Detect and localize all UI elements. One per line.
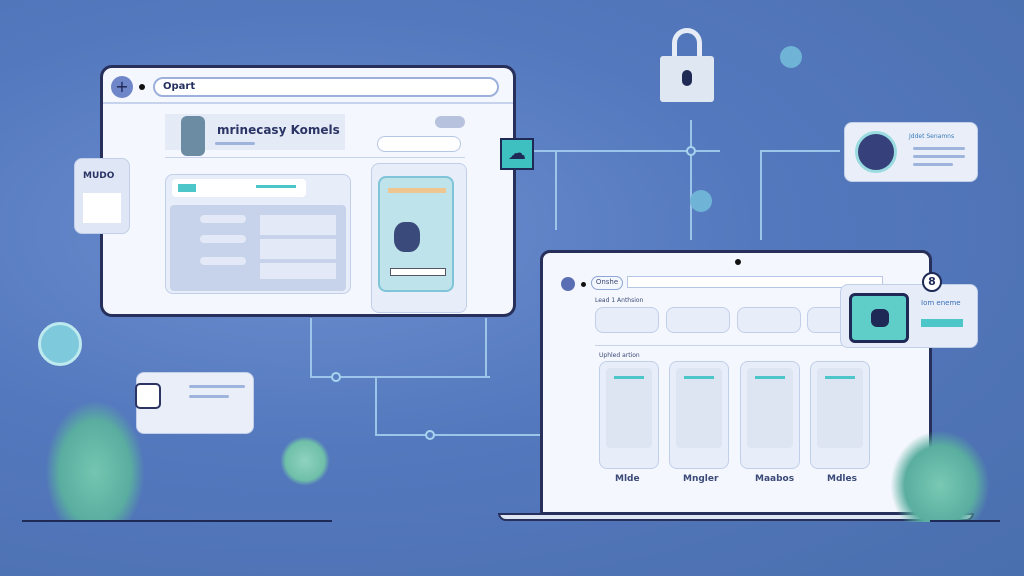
security-popup[interactable]: Iom eneme: [840, 284, 978, 348]
preview-panel: [371, 163, 467, 313]
popup-title: Iom eneme: [921, 299, 961, 307]
padlock-icon: [660, 28, 714, 102]
side-tag-label: MUDO: [83, 171, 115, 181]
popup-action-button[interactable]: [921, 319, 963, 327]
user-icon[interactable]: [561, 277, 575, 291]
tab-active[interactable]: [178, 184, 196, 192]
globe-icon: [690, 190, 712, 212]
new-tab-button[interactable]: +: [111, 76, 133, 98]
plant-illustration: [45, 400, 145, 520]
browser-window: + Opart mrinecasy Komels: [100, 65, 516, 317]
template-card[interactable]: [740, 361, 800, 469]
page-heading: mrinecasy Komels: [217, 123, 340, 137]
template-card[interactable]: [599, 361, 659, 469]
avatar: [855, 131, 897, 173]
side-tag-card[interactable]: MUDO: [74, 158, 130, 234]
laptop-tab[interactable]: Onshe: [591, 276, 623, 290]
mini-card[interactable]: [135, 372, 254, 434]
plant-illustration: [890, 430, 990, 522]
card-label: Mlde: [615, 474, 640, 484]
section-title: Uphled artion: [599, 352, 640, 359]
laptop-tab-label: Onshe: [595, 278, 619, 286]
cloud-sync-icon[interactable]: ☁: [500, 138, 534, 170]
connector-node: [686, 146, 696, 156]
connector-node: [331, 372, 341, 382]
card-label: Maabos: [755, 474, 795, 484]
laptop-address-bar[interactable]: [627, 276, 883, 288]
profile-title: Jddet Senamns: [909, 133, 955, 140]
address-bar[interactable]: Opart: [153, 77, 499, 97]
template-card[interactable]: [669, 361, 729, 469]
shield-badge-icon: [38, 322, 82, 366]
robot-illustration: [181, 116, 205, 156]
card-label: Mngler: [683, 474, 719, 484]
section-title: Lead 1 Anthsion: [595, 297, 644, 304]
globe-icon: [780, 46, 802, 68]
address-text: Opart: [163, 81, 196, 92]
template-card[interactable]: [810, 361, 870, 469]
sprout-illustration: [280, 436, 330, 486]
card-label: Mdles: [827, 474, 857, 484]
content-panel: [165, 174, 351, 294]
lock-button-icon[interactable]: [849, 293, 909, 343]
notification-badge: 8: [922, 272, 942, 292]
toggle-switch[interactable]: [435, 116, 465, 128]
search-field[interactable]: [377, 136, 461, 152]
connector-node: [425, 430, 435, 440]
profile-card[interactable]: Jddet Senamns: [844, 122, 978, 182]
